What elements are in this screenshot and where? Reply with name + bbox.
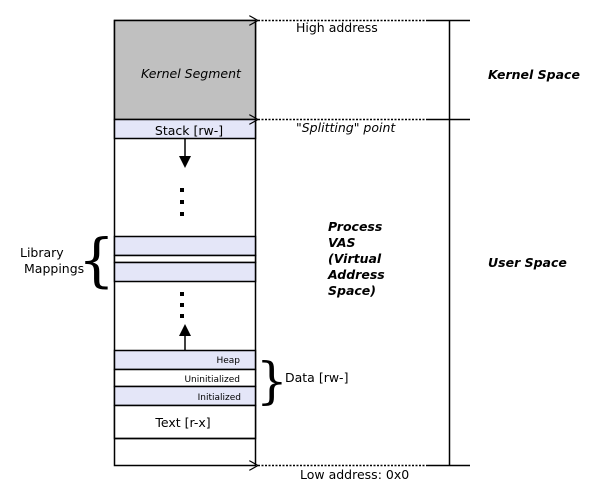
ellipsis-dot-lower-1 [180, 292, 184, 296]
heap-label: Heap [216, 356, 240, 366]
ellipsis-dot-upper-3 [180, 212, 184, 216]
process-vas-line-4: Address [327, 267, 385, 282]
ellipsis-dot-lower-2 [180, 303, 184, 307]
data-label: Data [rw-] [285, 370, 348, 385]
initialized-label: Initialized [198, 393, 241, 403]
process-vas-line-5: Space) [328, 283, 376, 298]
high-address-label: High address [296, 20, 378, 35]
library-mappings-brace: { [78, 226, 115, 294]
library-mapping-block-2 [113, 261, 257, 283]
process-vas-line-2: VAS [328, 235, 356, 250]
user-space-label: User Space [488, 255, 567, 270]
splitting-point-label: "Splitting" point [296, 120, 396, 135]
library-mappings-label-line1: Library [20, 245, 64, 260]
text-segment-label: Text [r-x] [154, 415, 210, 430]
low-address-label: Low address: 0x0 [300, 467, 409, 482]
library-mapping-gap [113, 254, 257, 264]
ellipsis-dot-upper-1 [180, 188, 184, 192]
library-mappings-label-line2: Mappings [24, 261, 84, 276]
data-brace: } [256, 352, 288, 410]
stack-growth-arrowhead [179, 156, 191, 168]
stack-block [113, 118, 257, 140]
uninitialized-label: Uninitialized [184, 375, 240, 385]
kernel-segment-block [113, 19, 257, 121]
kernel-space-label: Kernel Space [488, 67, 580, 82]
stack-label: Stack [rw-] [155, 123, 223, 138]
kernel-segment-label: Kernel Segment [141, 66, 242, 81]
ellipsis-dot-lower-3 [180, 314, 184, 318]
process-vas-line-1: Process [328, 219, 382, 234]
heap-growth-arrowhead [179, 324, 191, 336]
ellipsis-dot-upper-2 [180, 200, 184, 204]
library-mapping-block-1 [113, 235, 257, 257]
process-vas-line-3: (Virtual [328, 251, 382, 266]
